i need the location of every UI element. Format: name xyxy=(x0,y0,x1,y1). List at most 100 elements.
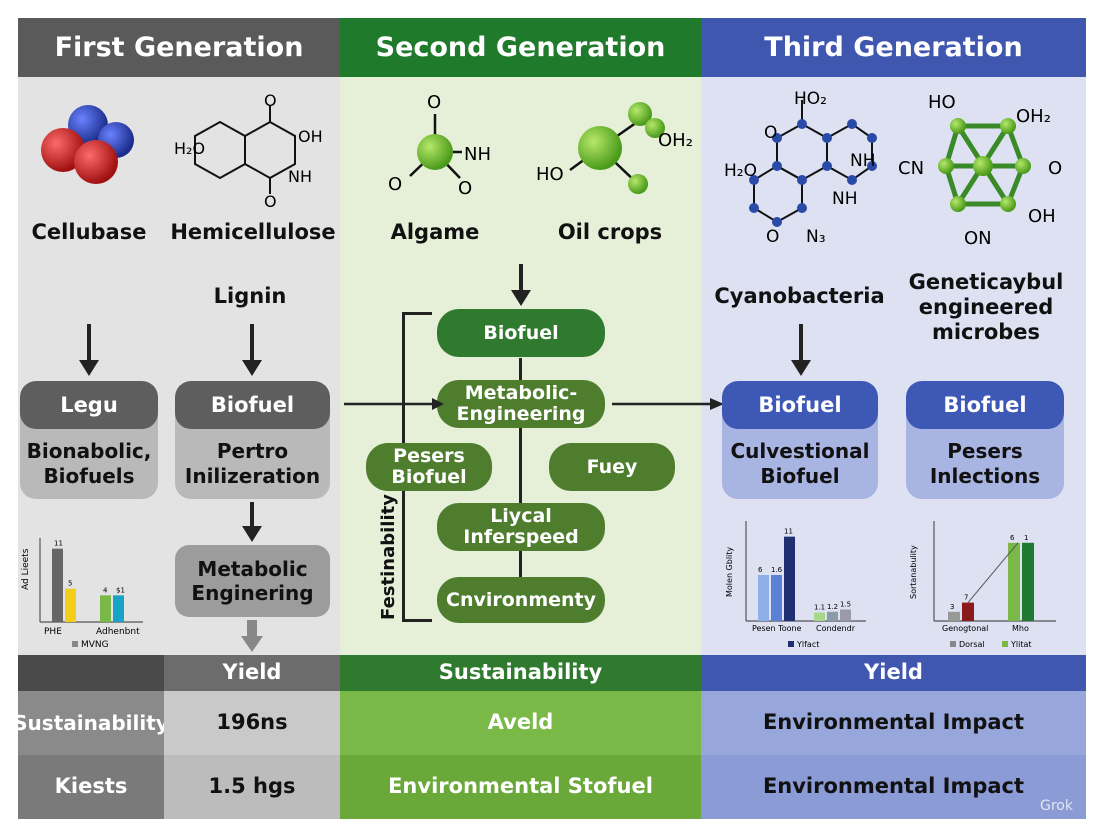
chart-data-label: 7 xyxy=(964,594,968,602)
oil-crops-molecule-icon: OH₂ HO xyxy=(536,102,693,194)
third1-label-n3: N₃ xyxy=(806,227,826,246)
algame-label-o-top: O xyxy=(427,92,441,113)
chart-bar xyxy=(113,595,124,622)
label-cyanobacteria: Cyanobacteria xyxy=(714,284,885,308)
third-gen-molecule-2-icon: HO OH₂ CN O OH ON xyxy=(898,92,1062,246)
card-biofuel-third-1: Biofuel Culvestional Biofuel xyxy=(722,381,878,499)
second-biofuel-node: Biofuel xyxy=(437,309,605,357)
hemi-label-nh: NH xyxy=(288,167,312,186)
third-b-legend-2: Ylitat xyxy=(1010,640,1032,649)
card-legu-body: Bionabolic, Biofuels xyxy=(26,439,152,488)
algame-label-o-left: O xyxy=(388,174,402,195)
chart-bar xyxy=(962,602,974,621)
third2-label-o: O xyxy=(1048,158,1062,179)
third1-label-h2o: H₂O xyxy=(724,161,757,181)
third-a-legend-swatch xyxy=(788,641,794,647)
hemi-label-o-top: O xyxy=(264,92,277,110)
chart-bar xyxy=(814,612,825,621)
second-fuey-node: Fuey xyxy=(549,443,675,491)
card-legu-title: Legu xyxy=(20,381,158,429)
first-chart-ylabel: Ad Lieets xyxy=(21,548,31,590)
second-metabolic-node: Metabolic-Engineering xyxy=(437,380,605,428)
chart-bar xyxy=(65,588,76,622)
arrow-head-grey xyxy=(241,636,263,652)
flow-vertical-line xyxy=(519,358,522,590)
third-a-xlabel-2: Condendr xyxy=(816,624,856,633)
chart-bar xyxy=(1008,542,1020,621)
chart-data-label: 1.2 xyxy=(827,603,838,611)
chart-data-label: 11 xyxy=(784,528,793,536)
first-chart-legend-swatch xyxy=(72,641,78,647)
chart-bar xyxy=(784,536,795,621)
third1-label-nh-2: NH xyxy=(832,189,858,209)
chart-bar xyxy=(758,575,769,621)
label-cellubase: Cellubase xyxy=(31,220,147,244)
label-hemicellulose: Hemicellulose xyxy=(170,220,336,244)
third-b-legend-swatch-2 xyxy=(1002,641,1008,647)
watermark-logo: Grok xyxy=(1040,798,1073,814)
horizontal-arrows xyxy=(344,398,724,410)
table-row-2-label: Kiests xyxy=(18,755,164,819)
chart-trend-line xyxy=(967,542,1019,603)
arrow-down xyxy=(79,324,99,376)
table-header-cell: Yield xyxy=(701,655,1086,691)
header-second-generation: Second Generation xyxy=(340,18,701,77)
second-pesers-node: Pesers Biofuel xyxy=(366,443,492,491)
third-a-legend: Ylfact xyxy=(796,640,819,649)
oil-label-oh2: OH₂ xyxy=(658,130,693,151)
metabolic-engineering-first: Metabolic Enginering xyxy=(175,545,330,617)
arrow-down xyxy=(791,324,811,376)
chart-data-label: 6 xyxy=(1010,534,1015,542)
card-biofuel-third-2: Biofuel Pesers Inlections xyxy=(906,381,1064,499)
card-biofuel-third-1-body: Culvestional Biofuel xyxy=(730,439,870,488)
header-first-generation: First Generation xyxy=(18,18,340,77)
chart-bar xyxy=(1022,542,1034,621)
header-third-generation: Third Generation xyxy=(701,18,1086,77)
chart-data-label: 11 xyxy=(54,540,63,548)
chart-bar xyxy=(771,575,782,621)
third1-label-o: O xyxy=(764,123,777,143)
table-row-2-cell: Environmental Impact xyxy=(701,755,1086,819)
card-biofuel-third-2-title: Biofuel xyxy=(906,381,1064,429)
algame-label-o-right: O xyxy=(458,178,472,199)
chart-bar xyxy=(948,611,960,621)
third2-label-oh2: OH₂ xyxy=(1016,106,1051,127)
third-b-legend-1: Dorsal xyxy=(959,640,985,649)
third-gen-molecule-1-icon: HO₂ O H₂O NH NH O N₃ xyxy=(724,89,877,246)
arrow-down-grey xyxy=(247,620,257,638)
third1-label-nh-1: NH xyxy=(850,151,876,171)
algame-molecule-icon: O NH O O xyxy=(388,92,491,199)
cellubase-molecule-icon xyxy=(41,105,134,184)
arrow-down xyxy=(242,324,262,376)
second-cnvironment-node: Cnvironmenty xyxy=(437,577,605,623)
table-row-1-cell: Environmental Impact xyxy=(701,691,1086,755)
hemi-label-o-bottom: O xyxy=(264,192,277,207)
table-row-2-cell: Environmental Stofuel xyxy=(340,755,701,819)
chart-bar xyxy=(840,609,851,621)
label-lignin: Lignin xyxy=(213,284,287,308)
third1-label-o-bottom: O xyxy=(766,227,779,246)
chart-data-label: 4 xyxy=(103,586,108,594)
table-header-cell xyxy=(18,655,164,691)
third2-label-cn: CN xyxy=(898,158,924,179)
table-row-1-label: Sustainability xyxy=(13,691,169,755)
third-b-xlabel-2: Mho xyxy=(1012,624,1029,633)
third-a-xlabel-1: Pesen Toone xyxy=(752,624,802,633)
card-biofuel-first: Biofuel Pertro Inilizeration xyxy=(175,381,330,499)
table-row-2-cell: 1.5 hgs xyxy=(164,755,340,819)
first-chart-legend: MVNG xyxy=(81,640,109,650)
chart-data-label: 3 xyxy=(950,603,954,611)
third-b-ylabel: Sortanabulity xyxy=(909,545,918,599)
chart-data-label: 5 xyxy=(68,580,72,588)
table-row-1-cell: Aveld xyxy=(340,691,701,755)
label-oil-crops: Oil crops xyxy=(557,220,663,244)
second-liycal-node: Liycal Inferspeed xyxy=(437,503,605,551)
third-a-ylabel: Molen Gblity xyxy=(725,547,734,597)
card-biofuel-first-body: Pertro Inilizeration xyxy=(184,439,321,488)
hemicellulose-structure-icon: O OH H₂O NH O xyxy=(174,92,323,207)
chart-data-label: 6 xyxy=(758,566,763,574)
table-row-1-cell: 196ns xyxy=(164,691,340,755)
label-engineered-microbes: Geneticaybul engineered microbes xyxy=(908,270,1064,345)
